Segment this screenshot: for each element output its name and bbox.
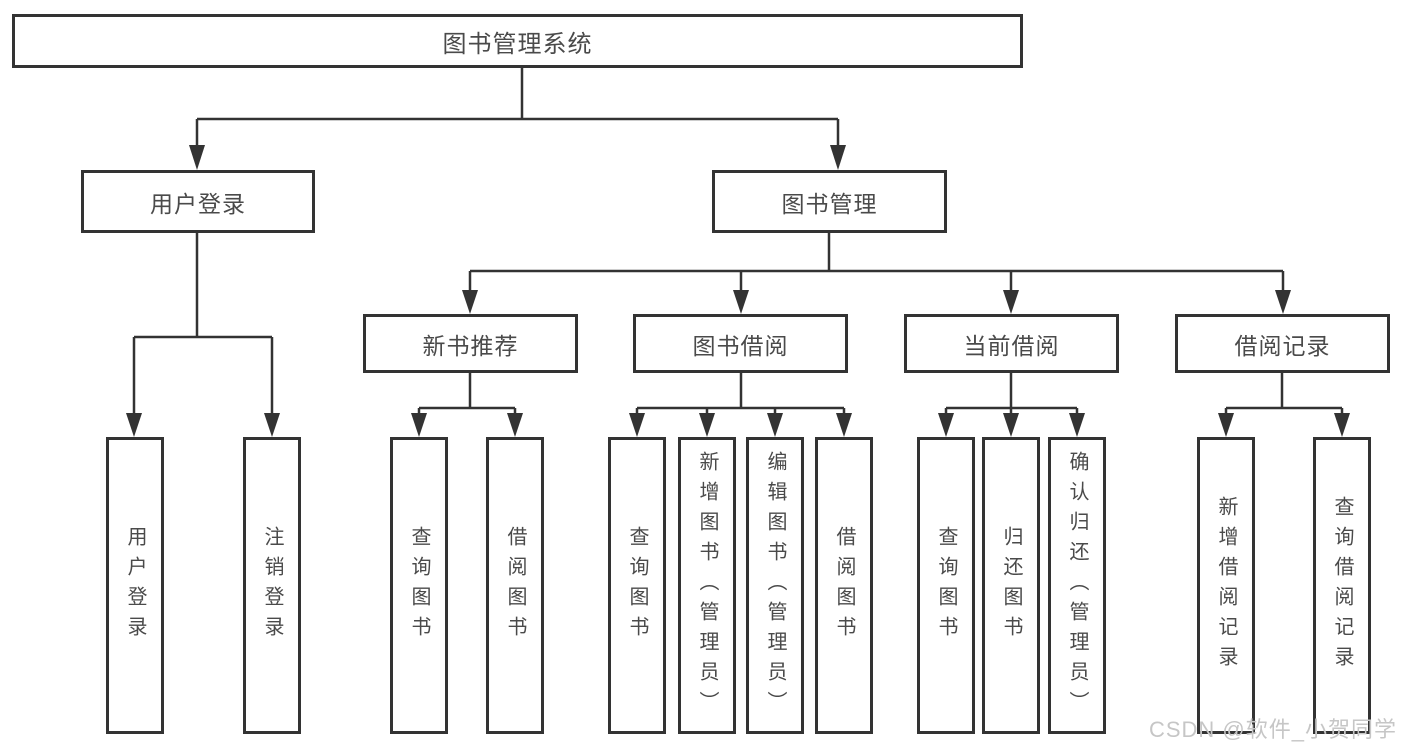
arrow-down-icons xyxy=(126,145,1350,437)
leaf-label: 确认归还（管理员） xyxy=(1066,450,1088,721)
node-book-borrowing: 图书借阅 xyxy=(633,314,848,373)
node-label: 当前借阅 xyxy=(963,332,1060,359)
leaf-borrow-books-recommend: 借阅图书 xyxy=(486,437,544,734)
leaf-borrow-books-borrowing: 借阅图书 xyxy=(815,437,873,734)
leaf-label: 查询借阅记录 xyxy=(1331,495,1353,676)
node-user-login-label: 用户登录 xyxy=(150,190,246,217)
node-root: 图书管理系统 xyxy=(12,14,1023,68)
node-root-label: 图书管理系统 xyxy=(442,30,593,58)
node-book-management: 图书管理 xyxy=(712,170,947,233)
node-book-management-label: 图书管理 xyxy=(781,190,878,217)
leaf-label: 查询图书 xyxy=(408,525,430,646)
node-label: 借阅记录 xyxy=(1234,332,1331,359)
csdn-watermark: CSDN @软件_小贺同学 xyxy=(1148,717,1397,742)
leaf-query-borrow-record: 查询借阅记录 xyxy=(1313,437,1371,734)
node-label: 新书推荐 xyxy=(422,332,519,359)
node-label: 图书借阅 xyxy=(692,332,789,359)
leaf-return-books: 归还图书 xyxy=(982,437,1040,734)
node-user-login: 用户登录 xyxy=(81,170,315,233)
leaf-label: 借阅图书 xyxy=(504,525,526,646)
leaf-label: 编辑图书（管理员） xyxy=(764,450,786,721)
leaf-label: 查询图书 xyxy=(626,525,648,646)
leaf-label: 借阅图书 xyxy=(833,525,855,646)
node-new-book-recommendation: 新书推荐 xyxy=(363,314,578,373)
leaf-confirm-return-admin: 确认归还（管理员） xyxy=(1048,437,1106,734)
node-current-borrowing: 当前借阅 xyxy=(904,314,1119,373)
leaf-label: 新增图书（管理员） xyxy=(696,450,718,721)
leaf-query-books-current: 查询图书 xyxy=(917,437,975,734)
node-borrowing-records: 借阅记录 xyxy=(1175,314,1390,373)
leaf-label: 查询图书 xyxy=(935,525,957,646)
leaf-label: 归还图书 xyxy=(1000,525,1022,646)
leaf-label: 新增借阅记录 xyxy=(1215,495,1237,676)
leaf-logout: 注销登录 xyxy=(243,437,301,734)
leaf-add-borrow-record: 新增借阅记录 xyxy=(1197,437,1255,734)
leaf-label: 用户登录 xyxy=(124,525,146,646)
leaf-user-login: 用户登录 xyxy=(106,437,164,734)
leaf-query-books-borrowing: 查询图书 xyxy=(608,437,666,734)
leaf-add-book-admin: 新增图书（管理员） xyxy=(678,437,736,734)
leaf-edit-book-admin: 编辑图书（管理员） xyxy=(746,437,804,734)
leaf-label: 注销登录 xyxy=(261,525,283,646)
leaf-query-books-recommend: 查询图书 xyxy=(390,437,448,734)
